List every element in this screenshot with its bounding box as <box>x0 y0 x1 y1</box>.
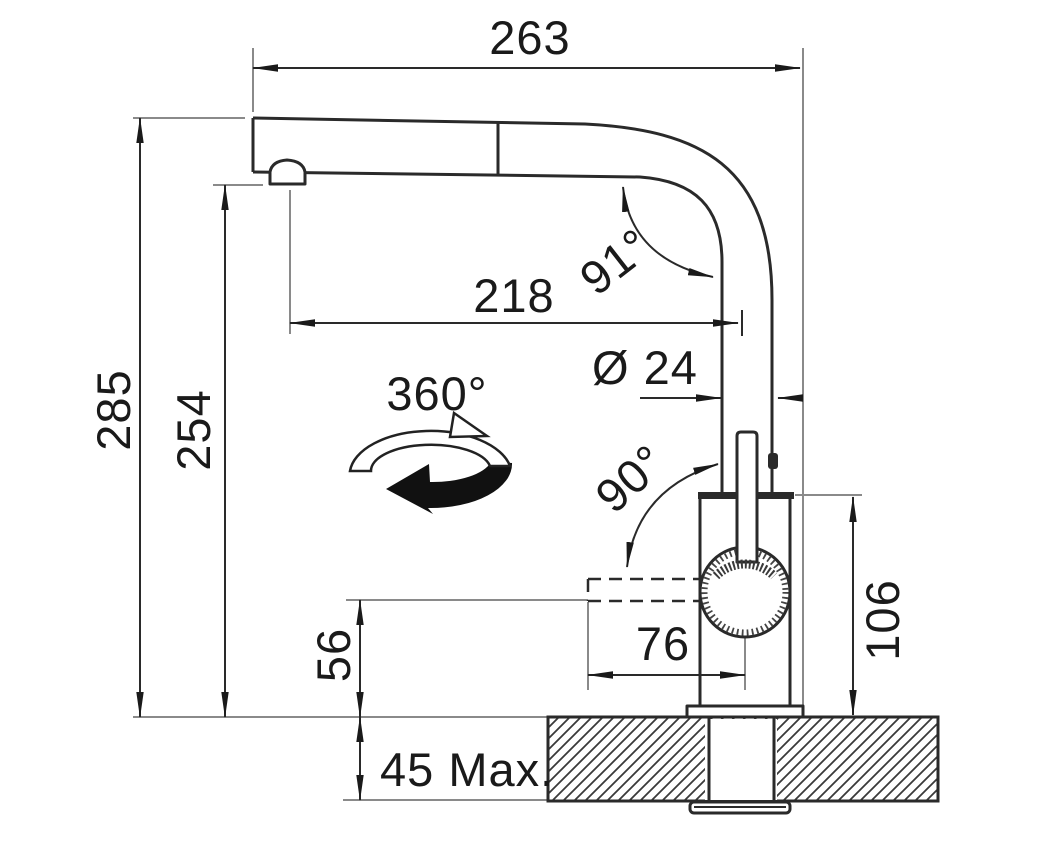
base-flange <box>685 704 805 719</box>
countertop-hole <box>705 719 777 800</box>
label-spout-reach: 218 <box>473 269 554 322</box>
label-overall-height: 285 <box>87 369 140 450</box>
label-bend-angle: 91° <box>570 218 661 305</box>
lever-pivot-pin <box>768 453 778 469</box>
label-handle-length: 76 <box>636 617 690 670</box>
lever-socket-shading <box>712 559 778 580</box>
label-handle-clearance: 56 <box>307 628 360 682</box>
dim-handle-swing-arc <box>626 463 719 568</box>
handle-ghost-horizontal <box>586 577 700 603</box>
swivel-rotation-symbol <box>348 410 513 514</box>
dimension-lines <box>136 64 857 801</box>
label-pipe-diameter: Ø 24 <box>592 341 698 394</box>
rotation-band-front-arrow <box>386 462 513 514</box>
label-max-deck-thickness: 45 Max. <box>380 743 554 796</box>
faucet-outline <box>251 116 805 815</box>
countertop <box>546 715 940 803</box>
handle-lever <box>735 430 759 564</box>
spout-outer-edge <box>252 116 774 492</box>
rotation-band-back-arrowhead <box>448 410 491 439</box>
spray-head-nozzle <box>268 158 307 186</box>
rotation-band-back <box>348 429 512 473</box>
label-overall-width: 263 <box>489 11 570 64</box>
label-spout-height: 254 <box>167 389 220 470</box>
dim-bend-angle-arc <box>622 186 714 278</box>
label-body-height: 106 <box>856 579 909 660</box>
label-handle-swing: 90° <box>585 434 676 523</box>
label-swivel-range: 360° <box>386 367 487 420</box>
